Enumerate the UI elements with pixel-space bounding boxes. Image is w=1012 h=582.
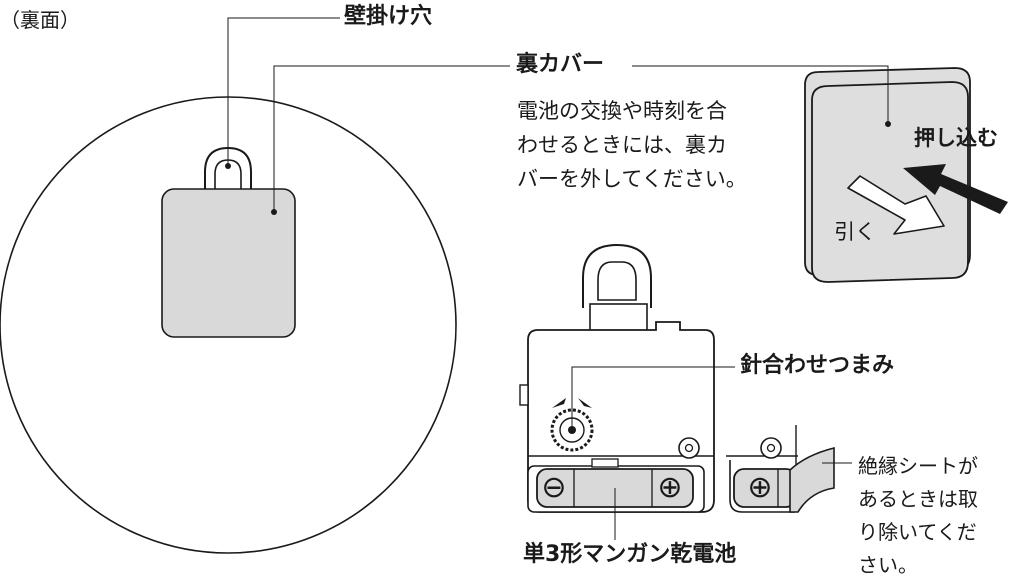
insulation-closeup: ⊕: [726, 425, 835, 513]
time-knob-leader: [571, 366, 735, 430]
battery-minus-symbol: ⊖: [541, 470, 566, 505]
movement-side-tab: [519, 384, 529, 406]
insulation-note: 絶縁シートが あるときは取 り除いてくだ さい。: [858, 450, 1008, 582]
battery-plus-symbol: ⊕: [657, 470, 682, 505]
insulation-note-line: り除いてくだ: [858, 520, 977, 544]
pull-label: 引く: [834, 220, 876, 244]
movement-hook-hole: [597, 261, 637, 301]
time-knob-label: 針合わせつまみ: [740, 353, 895, 378]
back-cover-leader-right: [632, 65, 889, 124]
closeup-body: [729, 460, 795, 513]
rotation-mark-right: [578, 398, 592, 408]
push-arrow: [903, 164, 1008, 214]
closeup-mount-hole: [766, 443, 776, 453]
rotation-mark-left: [552, 398, 566, 408]
insulation-note-line: あるときは取: [858, 487, 978, 511]
wall-hole-dot: [225, 163, 231, 169]
back-cover-leader: [273, 65, 510, 212]
clock-movement: ⊖ ⊕: [519, 243, 715, 513]
back-cover-dot: [271, 209, 277, 215]
back-cover-label: 裏カバー: [516, 52, 605, 77]
movement-hook-base: [589, 303, 648, 333]
detached-cover: [804, 67, 1008, 283]
closeup-plus-symbol: ⊕: [747, 470, 772, 505]
wall-hole-label: 壁掛け穴: [344, 4, 433, 29]
pull-arrow: [847, 175, 945, 235]
insulation-sheet: [789, 446, 835, 513]
back-cover-right-dot: [885, 121, 891, 127]
back-side-label: （裏面）: [0, 8, 80, 32]
back-cover-panel: [161, 188, 296, 338]
insulation-note-line: 絶縁シートが: [858, 454, 978, 478]
battery-label-strip: [591, 458, 619, 468]
wall-hole-leader: [227, 17, 340, 166]
cover-front-layer: [811, 81, 969, 283]
insulation-note-line: さい。: [858, 553, 918, 577]
push-in-label: 押し込む: [914, 126, 998, 150]
back-cover-note: 電池の交換や時刻を合 わせるときには、裏カ バーを外してください。: [517, 94, 777, 196]
mount-ring-hole: [684, 443, 694, 453]
back-cover-note-line: バーを外してください。: [517, 167, 747, 191]
back-cover-note-line: わせるときには、裏カ: [517, 133, 727, 157]
back-cover-note-line: 電池の交換や時刻を合: [517, 99, 727, 123]
battery-label: 単3形マンガン乾電池: [523, 542, 737, 567]
